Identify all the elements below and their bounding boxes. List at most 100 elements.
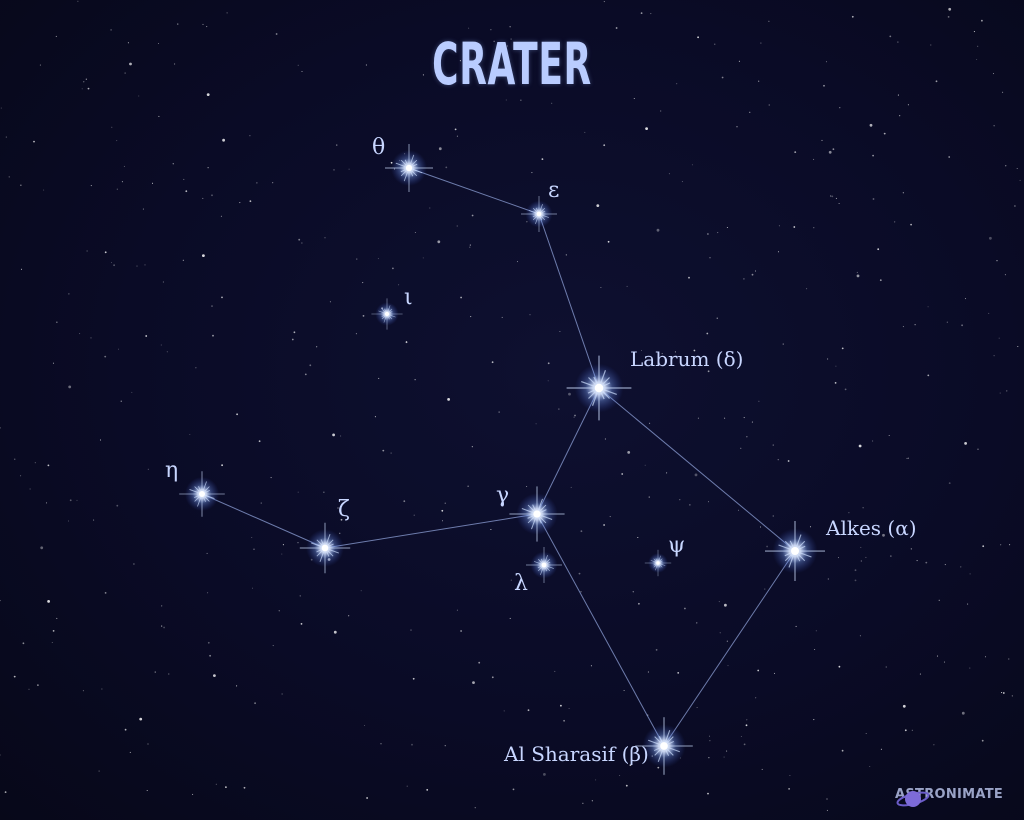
background-star — [382, 449, 385, 452]
background-star — [746, 719, 748, 721]
background-star — [160, 344, 162, 346]
background-star — [656, 228, 660, 232]
background-star — [835, 365, 837, 367]
background-star — [856, 274, 860, 278]
background-star — [316, 346, 318, 348]
background-star — [813, 158, 815, 160]
background-star — [209, 654, 212, 657]
background-star — [629, 764, 632, 766]
background-star — [967, 603, 969, 605]
background-star — [632, 591, 634, 593]
star-eta — [179, 471, 225, 517]
background-star — [45, 502, 48, 504]
background-star — [888, 434, 890, 437]
background-star — [236, 413, 239, 416]
background-star — [139, 717, 143, 721]
background-star — [20, 475, 22, 477]
background-star — [332, 433, 335, 437]
background-star — [226, 12, 228, 14]
background-star — [377, 258, 379, 260]
background-star — [660, 110, 662, 112]
background-star — [706, 332, 709, 335]
background-star — [444, 745, 446, 747]
background-star — [946, 321, 948, 323]
background-star — [626, 285, 628, 287]
background-star — [362, 315, 365, 317]
constellation-line-epsilon-delta — [538, 213, 600, 389]
background-star — [777, 459, 779, 461]
background-star — [444, 502, 446, 504]
background-star — [772, 444, 774, 446]
background-star — [98, 770, 100, 772]
background-star — [67, 520, 70, 522]
background-star — [429, 207, 431, 209]
star-label-gamma: γ — [496, 483, 510, 508]
background-star — [56, 617, 58, 619]
background-star — [718, 601, 720, 603]
background-star — [806, 288, 808, 290]
background-star — [39, 64, 41, 66]
background-star — [604, 438, 606, 440]
star-iota — [371, 298, 403, 330]
background-star — [580, 530, 583, 533]
background-star — [516, 261, 519, 263]
background-star — [299, 595, 301, 597]
background-star — [526, 221, 528, 223]
background-star — [212, 334, 214, 337]
brand-name: ASTRONIMATE — [895, 787, 1004, 802]
background-star — [291, 338, 294, 341]
background-star — [761, 768, 763, 770]
background-star — [460, 630, 462, 632]
background-star — [596, 204, 600, 208]
background-star — [221, 464, 224, 467]
background-star — [333, 630, 337, 634]
background-star — [222, 138, 226, 142]
background-star — [142, 208, 144, 210]
background-star — [147, 743, 149, 745]
background-star — [1006, 390, 1008, 392]
background-star — [0, 427, 1, 429]
background-star — [910, 223, 912, 226]
background-star — [104, 251, 107, 254]
background-star — [411, 743, 413, 746]
background-star — [621, 473, 624, 475]
background-star — [491, 361, 494, 364]
background-star — [961, 711, 965, 715]
background-star — [745, 724, 748, 727]
background-star — [1008, 658, 1010, 660]
background-star — [281, 693, 283, 695]
background-star — [815, 630, 817, 632]
background-star — [689, 504, 691, 506]
planet-icon — [896, 791, 930, 807]
background-star — [441, 520, 444, 522]
background-star — [192, 793, 194, 795]
background-star — [684, 607, 686, 610]
background-star — [964, 298, 967, 300]
background-star — [648, 496, 650, 498]
background-star — [615, 27, 618, 29]
background-star — [124, 72, 126, 74]
background-star — [778, 225, 780, 227]
background-star — [340, 518, 343, 521]
background-star — [221, 296, 223, 299]
background-star — [520, 99, 522, 101]
background-star — [189, 433, 191, 436]
background-star — [29, 488, 31, 490]
background-star — [183, 178, 185, 180]
background-star — [897, 41, 899, 43]
background-star — [591, 800, 593, 802]
background-star — [758, 400, 760, 402]
constellation-line-delta-alpha — [598, 387, 796, 552]
background-star — [856, 271, 858, 273]
background-star — [531, 172, 533, 174]
background-star — [872, 198, 875, 200]
background-star — [392, 267, 394, 270]
background-star — [0, 107, 2, 109]
background-star — [535, 423, 537, 425]
background-star — [914, 324, 916, 326]
background-star — [838, 202, 840, 205]
background-star — [984, 656, 987, 658]
background-star — [1004, 274, 1006, 276]
background-star — [574, 414, 576, 417]
background-star — [603, 144, 606, 147]
